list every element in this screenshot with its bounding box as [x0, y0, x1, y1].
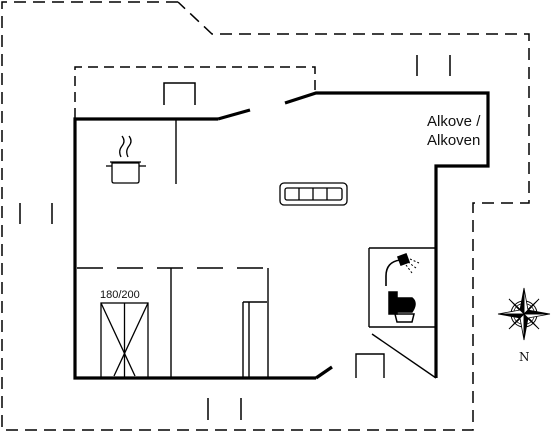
entry-step	[355, 353, 385, 378]
interior-walls	[170, 120, 437, 379]
north-label: N	[519, 350, 530, 364]
double-bed-icon	[100, 302, 149, 379]
shower-icon	[385, 252, 420, 286]
cooking-pot-icon	[106, 135, 146, 184]
compass-rose-icon	[497, 287, 551, 341]
hall-door-frame	[242, 301, 267, 378]
bed-size-label: 180/200	[100, 289, 140, 301]
toilet-icon	[388, 291, 416, 323]
roof-overhang-outline	[74, 66, 316, 118]
exterior-walls	[73, 91, 490, 380]
sofa-icon	[279, 182, 348, 206]
alcove-label-line2: Alkoven	[427, 132, 481, 149]
alcove-label-line1: Alkove /	[427, 113, 481, 130]
chimney-box	[163, 82, 196, 105]
window-marks	[19, 55, 451, 420]
outer-terrace-outline	[1, 1, 530, 431]
